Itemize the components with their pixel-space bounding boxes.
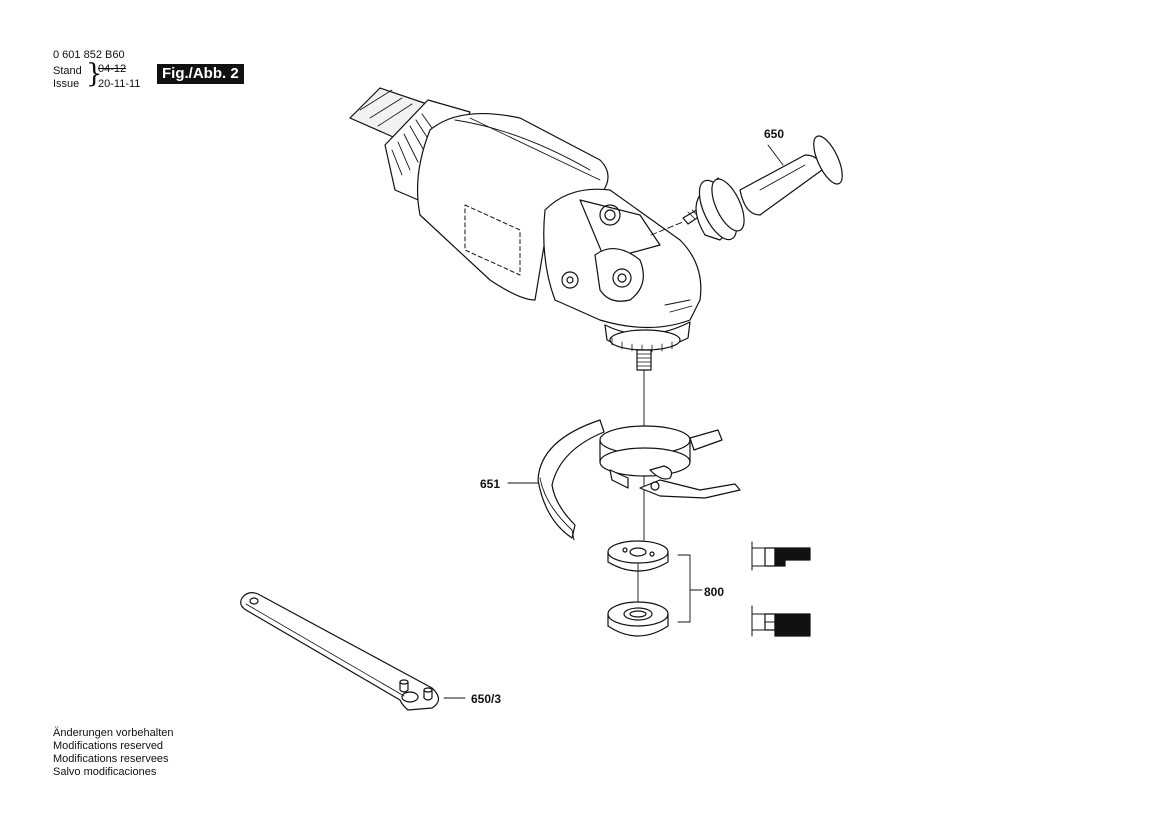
footer-line: Änderungen vorbehalten bbox=[53, 727, 174, 739]
footer-notes: Änderungen vorbehalten Modifications res… bbox=[53, 727, 173, 779]
part-number: 0 601 852 B60 bbox=[53, 49, 125, 61]
flange-section-lower bbox=[751, 605, 811, 637]
footer-line: Modifications reserved bbox=[53, 740, 164, 752]
figure-badge: Fig./Abb. 2 bbox=[157, 64, 244, 84]
flange-bracket bbox=[677, 554, 703, 623]
brace-glyph: } bbox=[86, 59, 103, 89]
flange-section-upper bbox=[751, 541, 811, 571]
callout-650-3: 650/3 bbox=[471, 692, 502, 706]
clamping-flange bbox=[607, 540, 669, 572]
grinder-body bbox=[349, 87, 702, 371]
footer-line: Modifications reservees bbox=[53, 753, 169, 765]
stand-value: 04-12 bbox=[98, 63, 127, 75]
two-pin-spanner bbox=[240, 592, 440, 711]
handle-leader-line bbox=[767, 144, 784, 166]
wheel-guard bbox=[537, 419, 741, 541]
footer-line: Salvo modificaciones bbox=[53, 766, 157, 778]
issue-label: Issue bbox=[53, 78, 80, 90]
issue-value: 20-11-11 bbox=[98, 78, 141, 90]
locking-nut bbox=[607, 601, 669, 637]
callout-800: 800 bbox=[704, 585, 725, 599]
callout-651: 651 bbox=[480, 477, 501, 491]
stand-label: Stand bbox=[53, 65, 82, 77]
callout-650: 650 bbox=[764, 127, 785, 141]
handle-assembly-line bbox=[650, 221, 684, 236]
auxiliary-handle bbox=[682, 135, 843, 241]
